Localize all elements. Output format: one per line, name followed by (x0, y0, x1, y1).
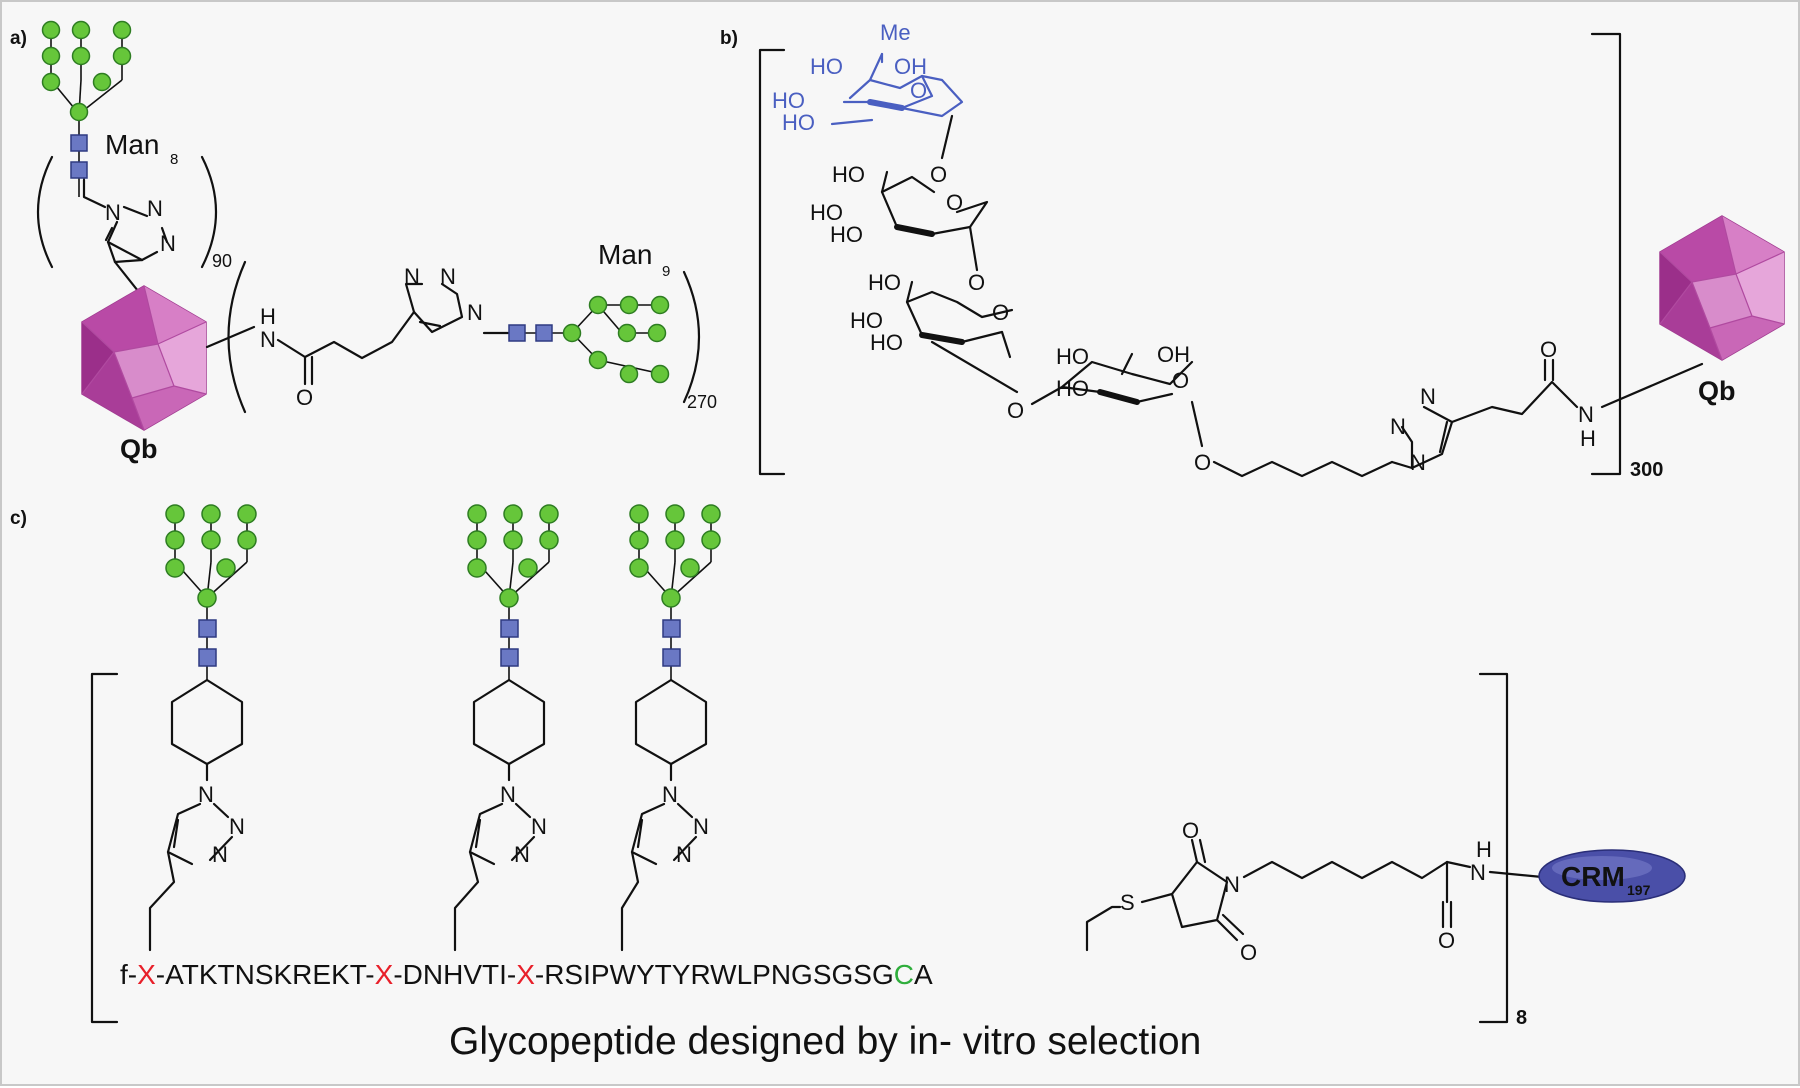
svg-text:O: O (1007, 398, 1024, 423)
man9-glycan-tree (508, 295, 670, 384)
svg-text:N: N (1420, 384, 1436, 409)
svg-text:N: N (1390, 414, 1406, 439)
svg-text:Me: Me (880, 20, 911, 45)
man9-label: Man (598, 239, 652, 270)
svg-text:N: N (500, 782, 516, 807)
triazole-b: N N N (1390, 384, 1454, 475)
svg-text:N: N (105, 200, 121, 225)
svg-text:N: N (676, 842, 692, 867)
count-270: 270 (687, 392, 717, 412)
qb-capsid-a-icon (81, 285, 207, 431)
svg-text:OH: OH (1157, 342, 1190, 367)
svg-text:O: O (1438, 928, 1455, 953)
svg-text:N: N (229, 814, 245, 839)
bracket-right-c (1478, 672, 1509, 1024)
svg-text:N: N (514, 842, 530, 867)
bracket-right-b (1590, 32, 1622, 476)
caption: Glycopeptide designed by in- vitro selec… (449, 1020, 1201, 1063)
mannose-ring-1: O HO HO HO O (810, 162, 989, 272)
svg-text:O: O (1540, 337, 1557, 362)
svg-text:O: O (930, 162, 947, 187)
crm-subscript: 197 (1627, 882, 1651, 898)
man9-subscript: 9 (662, 263, 670, 280)
svg-text:HO: HO (810, 54, 843, 79)
svg-text:N: N (212, 842, 228, 867)
triazole-top: N N N (82, 178, 176, 298)
glycan-unit-2: N N N (453, 504, 559, 952)
glycan-unit-1: N N N (148, 504, 257, 952)
svg-text:OH: OH (894, 54, 927, 79)
svg-text:O: O (946, 190, 963, 215)
paren-right-top (200, 155, 217, 269)
svg-text:N: N (404, 264, 420, 289)
man8-label: Man (105, 129, 159, 160)
svg-text:N: N (467, 300, 483, 325)
svg-text:N: N (531, 814, 547, 839)
svg-text:N: N (1470, 860, 1486, 885)
qb-capsid-b-icon (1659, 215, 1785, 361)
svg-text:O: O (296, 385, 313, 410)
svg-text:N: N (662, 782, 678, 807)
svg-text:H: H (260, 304, 276, 329)
svg-text:N: N (1410, 450, 1426, 475)
maleimide-linker: S O O N O H N (1085, 818, 1544, 965)
svg-text:H: H (1580, 426, 1596, 451)
svg-text:HO: HO (850, 308, 883, 333)
count-8: 8 (1516, 1007, 1527, 1029)
svg-text:N: N (1578, 402, 1594, 427)
bracket-left-b (758, 48, 786, 476)
svg-text:N: N (260, 327, 276, 352)
svg-text:O: O (910, 78, 927, 103)
triazole-right: N N N (404, 264, 510, 335)
svg-text:HO: HO (782, 110, 815, 135)
paren-left-top (37, 155, 54, 269)
svg-text:N: N (693, 814, 709, 839)
svg-text:HO: HO (868, 270, 901, 295)
svg-text:HO: HO (772, 88, 805, 113)
svg-text:O: O (1240, 940, 1257, 965)
qb-label-a: Qb (120, 434, 158, 464)
svg-text:HO: HO (830, 222, 863, 247)
svg-text:HO: HO (810, 200, 843, 225)
svg-text:N: N (160, 231, 176, 256)
svg-text:HO: HO (870, 330, 903, 355)
man8-subscript: 8 (170, 151, 178, 168)
svg-text:O: O (1182, 818, 1199, 843)
svg-text:HO: HO (832, 162, 865, 187)
rhamnose-ring: Me HO OH HO HO O (772, 20, 964, 160)
glycan-unit-3: N N N (620, 504, 721, 952)
svg-text:N: N (147, 196, 163, 221)
svg-text:O: O (1172, 368, 1189, 393)
count-300: 300 (1630, 459, 1663, 481)
svg-text:S: S (1120, 890, 1135, 915)
bracket-left-c (90, 672, 119, 1024)
svg-text:HO: HO (1056, 376, 1089, 401)
svg-text:HO: HO (1056, 344, 1089, 369)
mannose-ring-2: HO HO HO O (850, 270, 1019, 394)
panel-c-label: c) (10, 508, 27, 529)
svg-text:O: O (968, 270, 985, 295)
mannose-ring-3: HO HO OH O (1030, 342, 1204, 448)
svg-text:N: N (198, 782, 214, 807)
qb-label-b: Qb (1698, 376, 1736, 406)
svg-text:O: O (1194, 450, 1211, 475)
man8-glycan-tree (41, 20, 132, 197)
paren-right-right (682, 270, 701, 404)
peptide-sequence: f-X-ATKTNSKREKT-X-DNHVTI-X-RSIPWYTYRWLPN… (120, 959, 933, 990)
crm-label: CRM (1561, 861, 1625, 892)
svg-text:H: H (1476, 837, 1492, 862)
svg-text:O: O (992, 300, 1009, 325)
count-90: 90 (212, 251, 232, 271)
svg-text:N: N (1224, 872, 1240, 897)
svg-text:N: N (440, 264, 456, 289)
panel-a-label: a) (10, 28, 27, 49)
panel-b-label: b) (720, 28, 738, 49)
